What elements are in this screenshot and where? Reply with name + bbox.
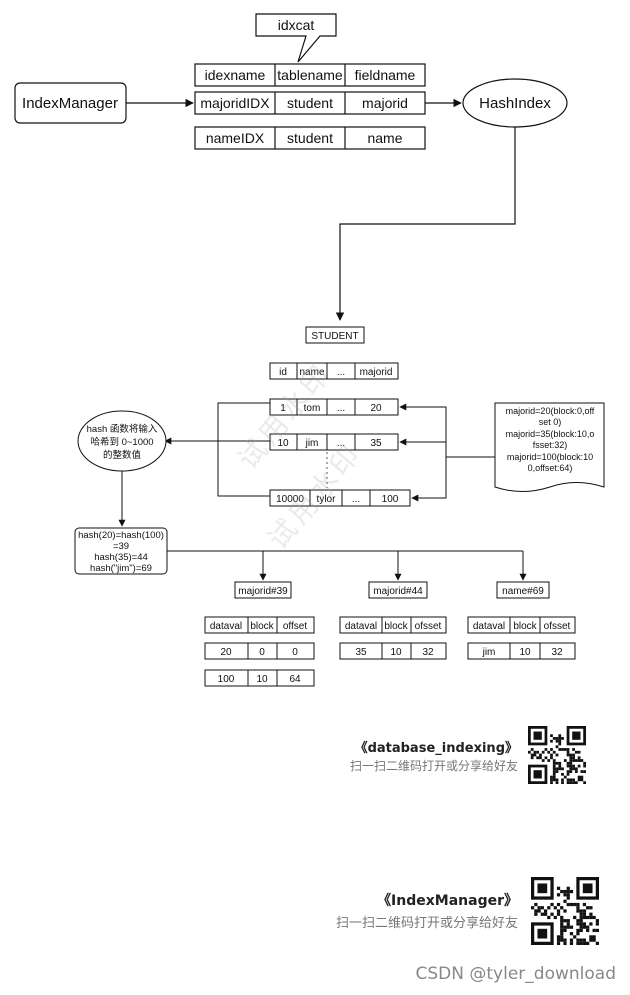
bucket-label: majorid#39	[238, 586, 288, 597]
share-card-subtitle: 扫一扫二维码打开或分享给好友	[335, 916, 518, 931]
hash-values-line: hash("jim")=69	[90, 563, 152, 574]
bucket-label-box	[234, 581, 292, 599]
arrow-hashindex-to-student	[335, 127, 516, 321]
catalog-cell: majoridIDX	[200, 95, 270, 111]
qr-code-icon[interactable]	[528, 726, 588, 784]
hash-fn-line: hash 函数将输入	[87, 423, 158, 435]
bucket-label: majorid#44	[373, 586, 423, 597]
bucket-cell: 35	[355, 647, 367, 658]
bucket-header: ofsset	[415, 621, 442, 632]
student-label: STUDENT	[311, 331, 358, 342]
catalog-cell: student	[287, 130, 333, 146]
bucket-cell: 64	[289, 674, 301, 685]
bucket-label: name#69	[502, 586, 544, 597]
student-label-box	[305, 326, 365, 344]
bucket-table-69	[467, 616, 576, 660]
location-note	[494, 402, 605, 492]
bucket-header: block	[513, 621, 537, 632]
catalog-cell: majorid	[362, 95, 408, 111]
student-cell: ...	[337, 438, 345, 449]
student-header: ...	[337, 367, 345, 378]
bucket-header: block	[384, 621, 408, 632]
hash-values-line: =39	[113, 541, 129, 552]
student-cell: 10000	[276, 494, 304, 505]
student-header: id	[279, 367, 287, 378]
bucket-cell: 32	[551, 647, 563, 658]
student-cell: tylor	[317, 494, 337, 505]
idxcat-label: idxcat	[278, 17, 315, 33]
note-line: majorid=100(block:10	[507, 452, 593, 462]
hash-index-label: HashIndex	[479, 95, 551, 112]
student-header: name	[299, 367, 324, 378]
student-cell: 20	[370, 403, 382, 414]
note-line: majorid=35(block:10,o	[506, 429, 595, 439]
bucket-header: offset	[283, 621, 307, 632]
catalog-cell: name	[367, 130, 402, 146]
note-line: fsset:32)	[533, 440, 568, 450]
note-line: 0,offset:64)	[528, 463, 573, 473]
note-arrow-row-1	[399, 403, 447, 457]
note-line: set 0)	[539, 417, 562, 427]
rows-to-hash-bracket	[217, 402, 270, 497]
hash-fn-line: 哈希到 0~1000	[90, 436, 153, 448]
share-card-title[interactable]: 《IndexManager》	[377, 893, 518, 909]
bucket-table-44	[339, 616, 447, 660]
qr-code-icon[interactable]	[531, 877, 601, 945]
student-header: majorid	[360, 367, 393, 378]
student-cell: tom	[304, 403, 321, 414]
bucket-label-box	[496, 581, 550, 599]
share-card-title[interactable]: 《database_indexing》	[354, 741, 518, 756]
student-cell: ...	[352, 494, 360, 505]
bucket-header: dataval	[210, 621, 242, 632]
student-cell: 35	[370, 438, 382, 449]
student-cell: 1	[280, 403, 286, 414]
hash-values-line: hash(35)=44	[94, 552, 148, 563]
bucket-header: dataval	[345, 621, 377, 632]
note-arrow-row-3	[411, 457, 447, 502]
hash-values-line: hash(20)=hash(100)	[78, 530, 164, 541]
share-card-subtitle: 扫一扫二维码打开或分享给好友	[349, 759, 518, 773]
csdn-credit: CSDN @tyler_download	[415, 964, 616, 984]
bucket-cell: jim	[482, 647, 496, 658]
bucket-cell: 0	[259, 647, 265, 658]
catalog-table	[194, 63, 426, 150]
bucket-cell: 100	[218, 674, 235, 685]
bucket-cell: 32	[422, 647, 434, 658]
student-cell: 100	[382, 494, 399, 505]
student-cell: 10	[277, 438, 289, 449]
bucket-label-box	[368, 581, 428, 599]
bucket-header: dataval	[473, 621, 505, 632]
student-cell: ...	[337, 403, 345, 414]
student-cell: jim	[305, 438, 319, 449]
catalog-header-2: tablename	[277, 67, 343, 83]
bucket-cell: 10	[390, 647, 402, 658]
catalog-cell: student	[287, 95, 333, 111]
idxcat-callout	[255, 13, 337, 63]
bucket-cell: 10	[256, 674, 268, 685]
hash-fn-line: 的整数值	[103, 449, 142, 461]
bucket-cell: 20	[220, 647, 232, 658]
index-manager-label: IndexManager	[22, 95, 118, 112]
catalog-header-3: fieldname	[355, 67, 416, 83]
bucket-header: block	[250, 621, 274, 632]
bucket-header: ofsset	[544, 621, 571, 632]
bucket-cell: 10	[519, 647, 531, 658]
bucket-table-39	[204, 616, 315, 687]
bucket-cell: 0	[292, 647, 298, 658]
catalog-cell: nameIDX	[206, 130, 265, 146]
catalog-header-1: idexname	[205, 67, 266, 83]
student-table	[269, 362, 411, 507]
note-line: majorid=20(block:0,off	[506, 406, 595, 416]
